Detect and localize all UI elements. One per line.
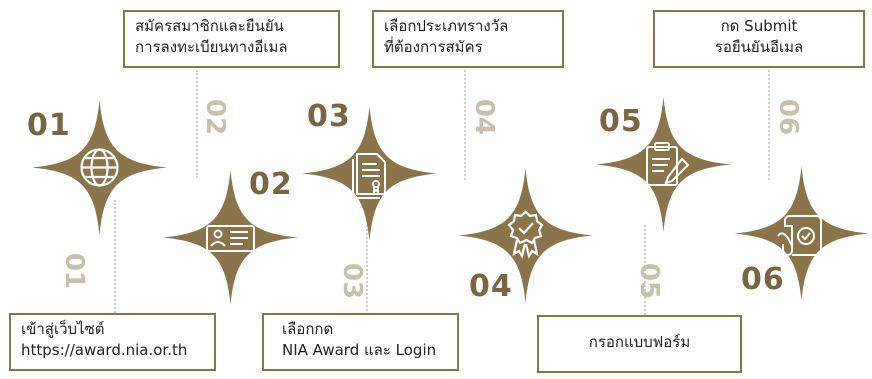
step-06-box: กด Submit รอยืนยันอีเมล (653, 10, 865, 68)
step-04-line-2: ที่ต้องการสมัคร (384, 38, 483, 56)
step-03-line-1: เลือกกด (282, 320, 334, 338)
step-05-number: 05 (599, 104, 643, 139)
step-01-line-1: เข้าสู่เว็บไซต์ (21, 320, 105, 338)
step-03-line-2: NIA Award และ Login (282, 341, 437, 359)
award-badge-icon (507, 210, 544, 259)
step-03-star (302, 106, 437, 241)
step-02-vertical-number: 02 (200, 98, 231, 136)
step-02-star (163, 170, 298, 305)
connector-line-02 (196, 70, 198, 178)
step-04-vertical-number: 04 (469, 98, 500, 136)
step-01-vertical-number: 01 (59, 252, 90, 290)
step-03-box: เลือกกด NIA Award และ Login (262, 313, 459, 371)
step-03-number: 03 (307, 99, 351, 134)
step-02-number: 02 (249, 167, 293, 202)
id-card-icon (206, 225, 255, 252)
step-05-line-1: กรอกแบบฟอร์ม (588, 333, 691, 351)
document-icon (352, 153, 386, 199)
step-06-line-1: กด Submit (720, 17, 798, 35)
globe-icon (80, 148, 119, 187)
step-04-box: เลือกประเภทรางวัล ที่ต้องการสมัคร (372, 10, 564, 68)
clipboard-pen-icon (646, 142, 690, 186)
step-01-box: เข้าสู่เว็บไซต์ https://award.nia.or.th (9, 313, 216, 371)
step-05-vertical-number: 05 (634, 262, 665, 300)
step-02-line-2: การลงทะเบียนทางอีเมล (135, 38, 288, 56)
connector-line-01 (114, 200, 116, 313)
step-06-vertical-number: 06 (773, 98, 804, 136)
step-05-box: กรอกแบบฟอร์ม (537, 315, 742, 373)
connector-line-06 (768, 70, 770, 180)
step-03-vertical-number: 03 (337, 262, 368, 300)
step-06-star (734, 166, 869, 301)
step-04-line-1: เลือกประเภทรางวัล (384, 17, 509, 35)
connector-line-04 (464, 70, 466, 180)
scroll-check-icon (777, 215, 822, 257)
step-01-line-2: https://award.nia.or.th (21, 341, 188, 359)
step-02-line-1: สมัครสมาชิกและยืนยัน (135, 17, 284, 35)
step-02-box: สมัครสมาชิกและยืนยัน การลงทะเบียนทางอีเม… (123, 10, 340, 68)
step-05-star (596, 97, 731, 232)
step-01-star (32, 100, 167, 235)
step-06-line-2: รอยืนยันอีเมล (714, 38, 804, 56)
step-04-number: 04 (469, 269, 513, 304)
step-01-number: 01 (27, 108, 71, 143)
step-06-number: 06 (741, 262, 785, 297)
connector-line-03 (366, 225, 368, 315)
connector-line-05 (644, 225, 646, 315)
step-04-star (458, 168, 593, 303)
